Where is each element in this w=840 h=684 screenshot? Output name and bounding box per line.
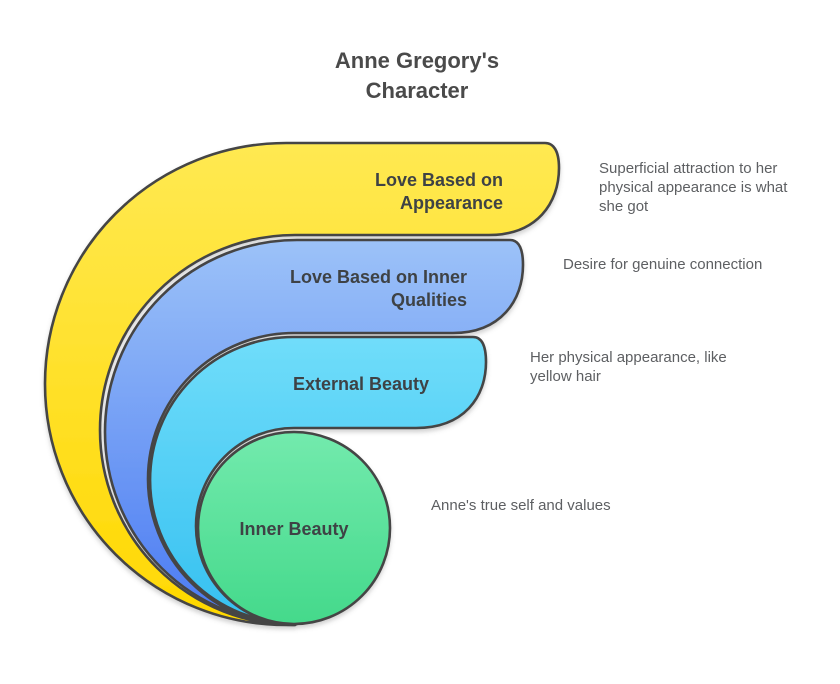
page-title: Anne Gregory's Character — [277, 46, 557, 106]
band-description-love-based-on-inner-qualities: Desire for genuine connection — [563, 256, 763, 273]
band-description-inner-beauty: Anne's true self and values — [431, 497, 611, 514]
band-label-line: Love Based on Inner — [289, 267, 467, 287]
band-label-line: Qualities — [390, 290, 467, 310]
band-label-inner-beauty: Inner Beauty — [194, 518, 394, 541]
band-label-line: Love Based on — [374, 170, 503, 190]
page-title-line1: Anne Gregory's — [334, 48, 500, 73]
band-description-love-based-on-appearance: Superficial attraction to her physical a… — [599, 160, 788, 215]
page-title-line2: Character — [365, 78, 469, 103]
band-label-external-beauty: External Beauty — [261, 373, 461, 396]
band-label-love-based-on-appearance: Love Based on Appearance — [323, 169, 503, 215]
band-shape-love-based-on-inner-qualities — [103, 238, 525, 627]
band-label-line: External Beauty — [292, 374, 430, 394]
band-description-external-beauty: Her physical appearance, like yellow hai… — [530, 349, 727, 385]
band-shape-inner-beauty — [196, 430, 392, 626]
band-shape-love-based-on-appearance — [43, 141, 561, 627]
band-label-love-based-on-inner-qualities: Love Based on Inner Qualities — [287, 266, 467, 312]
band-label-line: Inner Beauty — [239, 519, 349, 539]
band-label-line: Appearance — [399, 193, 503, 213]
